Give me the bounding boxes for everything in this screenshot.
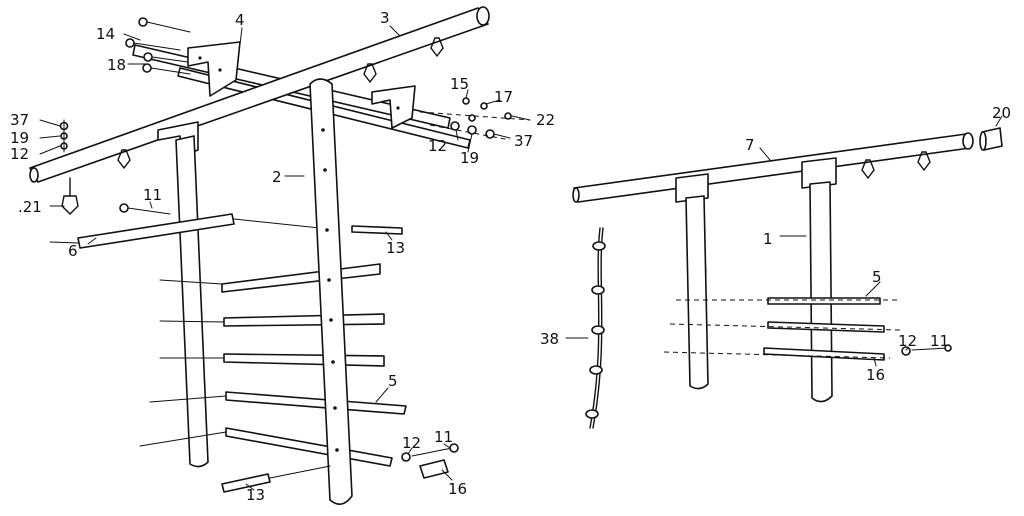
callout-5-right: 5 xyxy=(872,268,882,286)
climbing-rope-38 xyxy=(565,227,606,429)
callout-20: 20 xyxy=(992,104,1011,122)
callout-6: 6 xyxy=(68,242,78,260)
callout-14: 14 xyxy=(96,25,115,43)
leader-lines-right xyxy=(759,115,1003,367)
callout-16-right: 16 xyxy=(866,366,885,384)
callout-4: 4 xyxy=(235,11,245,29)
callout-11-right: 11 xyxy=(930,332,949,350)
legs-right xyxy=(685,181,833,403)
callout-17: 17 xyxy=(494,88,513,106)
callout-12-left: 12 xyxy=(10,145,29,163)
callout-12-mid: 12 xyxy=(428,137,447,155)
callout-5-left: 5 xyxy=(388,372,398,390)
ladder-rungs-5 xyxy=(139,263,407,467)
hardware-cluster-left xyxy=(419,97,531,141)
callout-12-lower: 12 xyxy=(402,434,421,452)
pin-13-upper xyxy=(351,225,403,235)
callout-21: .21 xyxy=(18,198,42,216)
swing-hooks-left xyxy=(117,37,444,170)
callout-15: 15 xyxy=(450,75,469,93)
pin-13-lower xyxy=(221,465,331,493)
callout-11-left: 11 xyxy=(143,186,162,204)
bolt-18 xyxy=(142,52,196,75)
callout-13-upper: 13 xyxy=(386,239,405,257)
callout-18: 18 xyxy=(107,56,126,74)
callout-22: 22 xyxy=(536,111,555,129)
top-beam-3 xyxy=(29,6,490,183)
hardware-37-19-12-left xyxy=(59,119,69,153)
callout-19-left: 19 xyxy=(10,129,29,147)
callout-1: 1 xyxy=(763,230,773,248)
callout-37-left: 37 xyxy=(10,111,29,129)
rungs-5-right xyxy=(663,297,901,361)
callout-16-left: 16 xyxy=(448,480,467,498)
callout-11-lower: 11 xyxy=(434,428,453,446)
leader-lines-left xyxy=(39,25,531,491)
cross-brace-6 xyxy=(49,213,321,249)
leg-brackets-right xyxy=(675,157,837,203)
callout-37-right: 37 xyxy=(514,132,533,150)
callout-12-right: 12 xyxy=(898,332,917,350)
hook-21 xyxy=(61,177,79,215)
callout-7: 7 xyxy=(745,136,755,154)
bolt-11-left xyxy=(119,203,171,215)
end-cap-20 xyxy=(979,127,1003,151)
callout-13-lower: 13 xyxy=(246,486,265,504)
bracket-4 xyxy=(187,41,416,129)
front-leg-2 xyxy=(309,78,353,505)
callout-3: 3 xyxy=(380,9,390,27)
callout-2: 2 xyxy=(272,168,282,186)
rear-leg xyxy=(175,135,209,468)
swing-hooks-right xyxy=(861,151,931,180)
bolt-14 xyxy=(125,17,191,51)
hardware-lower-left xyxy=(401,443,459,479)
callout-19-mid: 19 xyxy=(460,149,479,167)
callout-38: 38 xyxy=(540,330,559,348)
top-beam-7 xyxy=(572,132,974,203)
hardware-right xyxy=(901,344,952,356)
